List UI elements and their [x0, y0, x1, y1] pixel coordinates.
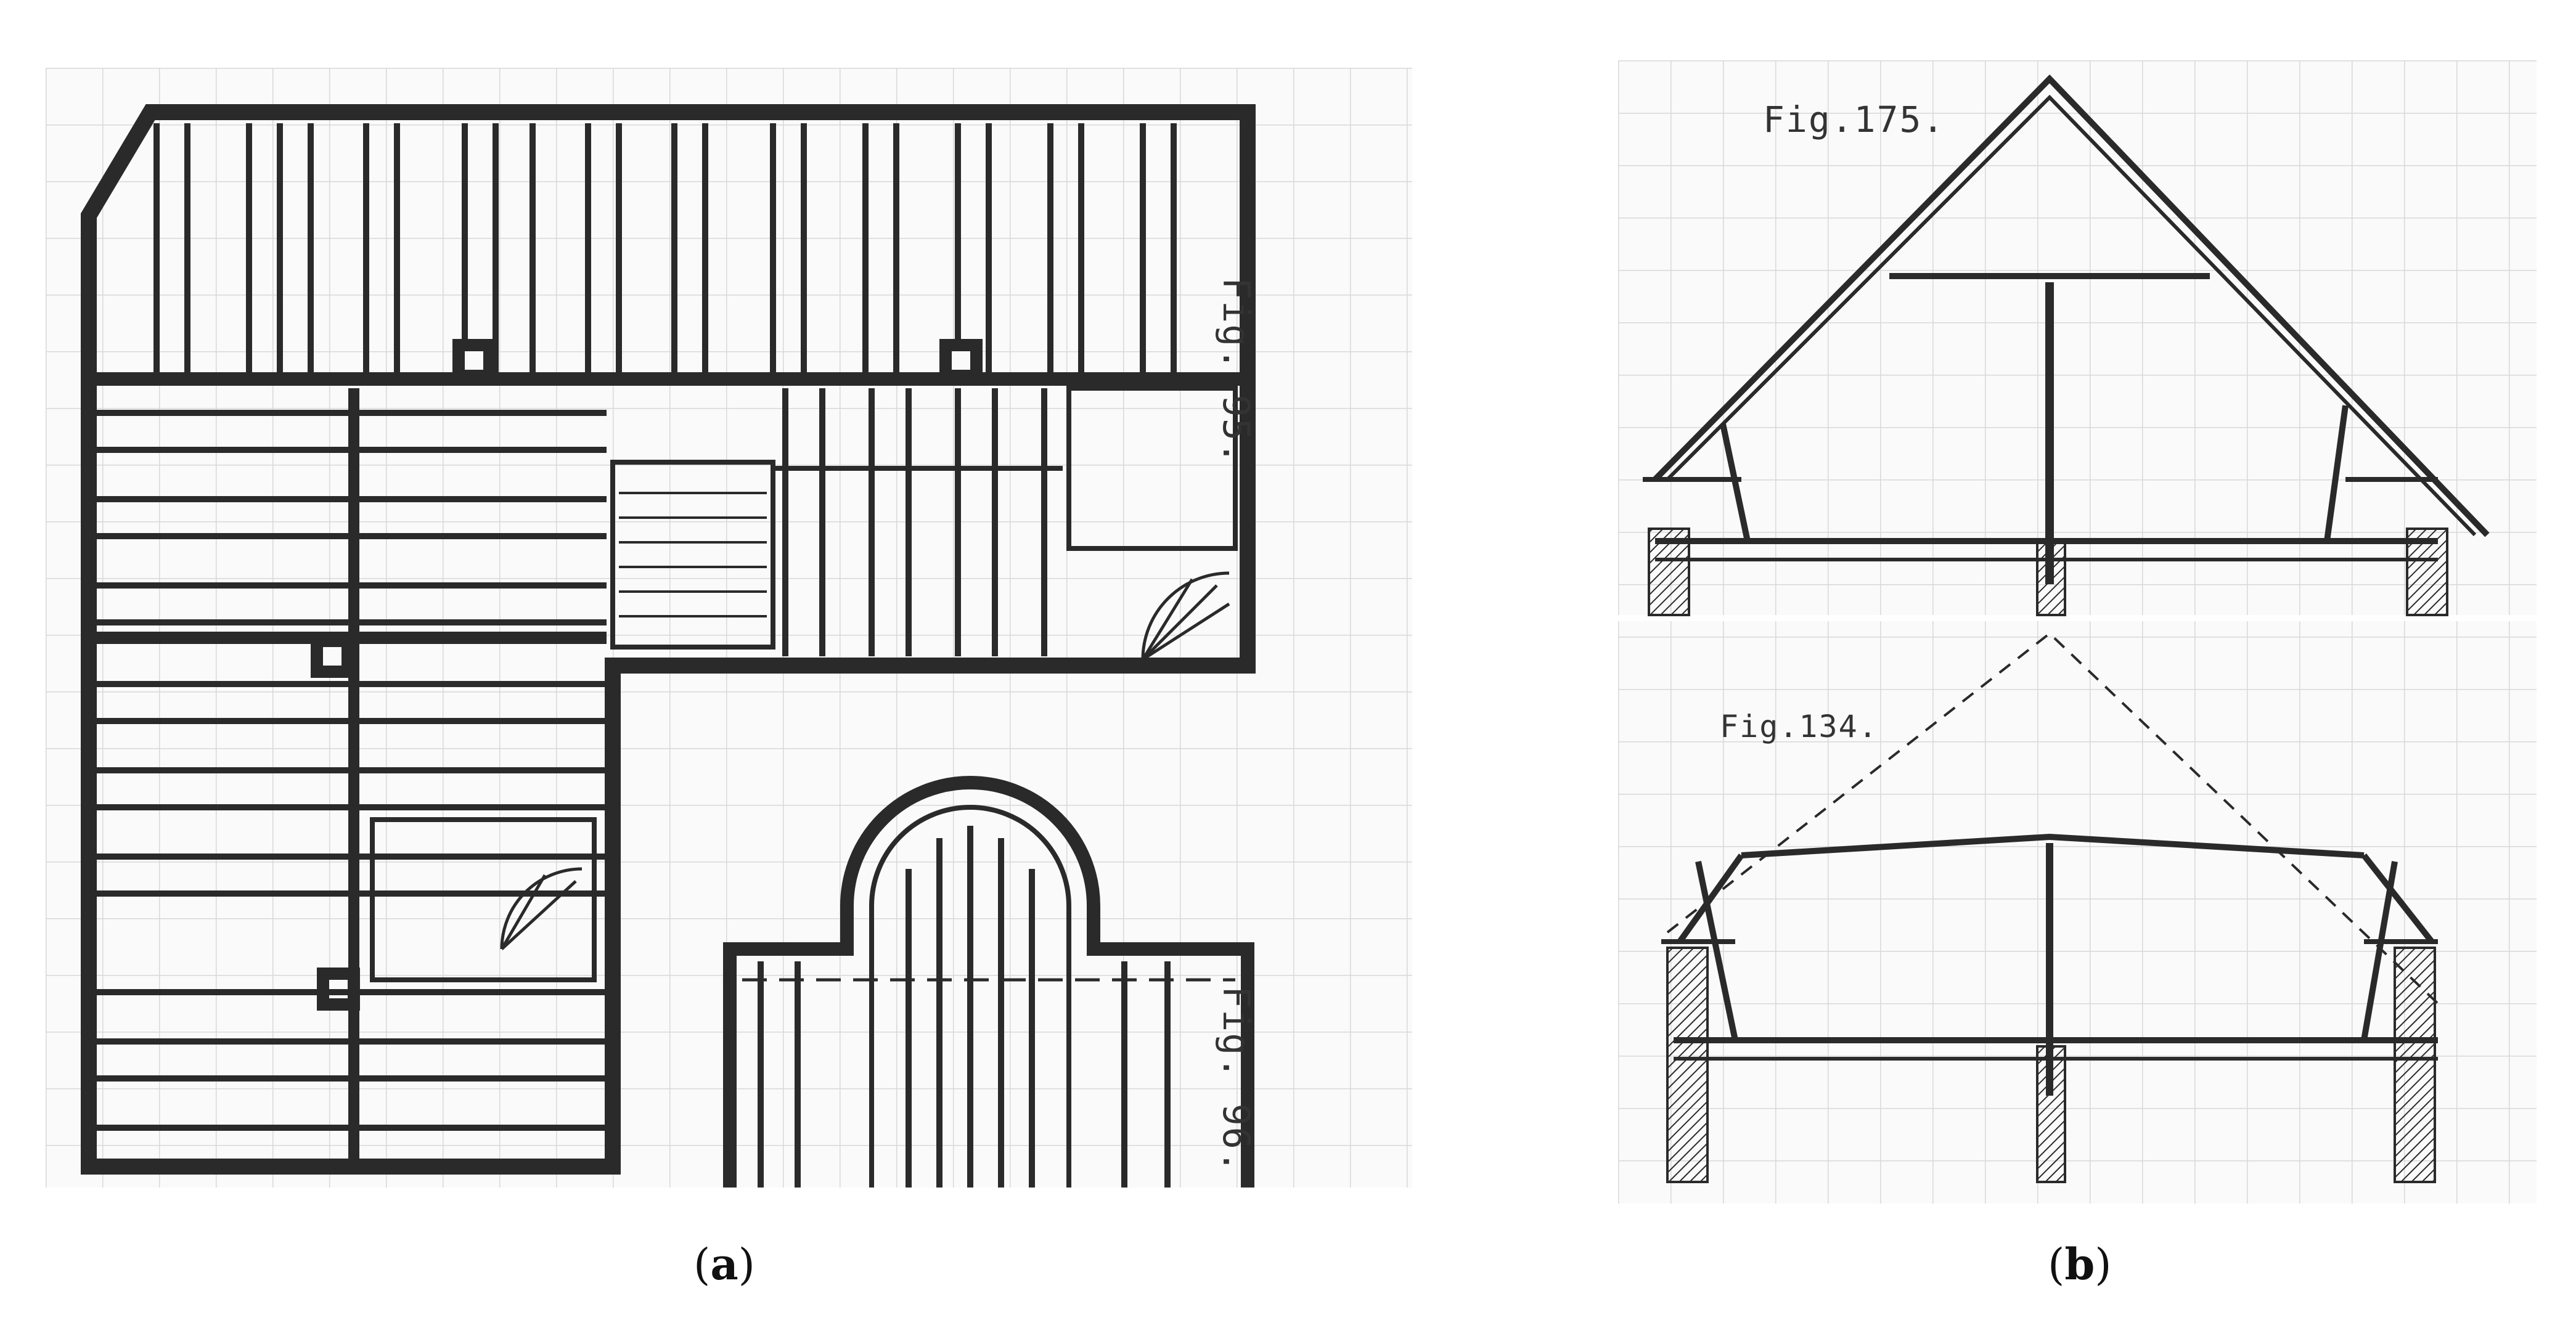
fig-134-label: Fig.134.: [1720, 709, 1878, 744]
fig-95-label: Fig. 95.: [1214, 277, 1257, 465]
fig-95-upper-joists: [153, 123, 1177, 373]
caption-b-letter: b: [2064, 1239, 2095, 1290]
caption-a-letter: a: [710, 1239, 738, 1290]
upper-grid: [1618, 60, 2537, 615]
panel-a-framing-plan: [46, 68, 1412, 1188]
caption-b: (b): [2048, 1239, 2112, 1290]
fig-95-outer-wall: [81, 104, 1256, 1175]
roof-sections-drawing: [1618, 60, 2537, 1204]
fig-134-walls: [1666, 947, 2436, 1183]
panel-b-roof-sections: [1618, 60, 2537, 1204]
fig-96-arched-plan: [723, 776, 1254, 1188]
caption-a-open: (: [693, 1239, 711, 1290]
caption-a-close: ): [738, 1239, 755, 1290]
caption-a: (a): [693, 1239, 755, 1290]
framing-plan-drawing: [46, 68, 1412, 1188]
fig-175-walls: [1648, 528, 2448, 616]
fig-95-right-joists: [782, 388, 1047, 656]
fig-96-label: Fig. 96.: [1214, 986, 1257, 1174]
fig-95-stairwells: [370, 386, 1238, 982]
caption-b-open: (: [2048, 1239, 2065, 1290]
fig-175-gable-roof: [1643, 74, 2490, 584]
fig-175-label: Fig.175.: [1763, 99, 1945, 141]
caption-b-close: ): [2095, 1239, 2112, 1290]
spiral-stair: [500, 571, 1230, 950]
stair-treads: [619, 492, 767, 617]
